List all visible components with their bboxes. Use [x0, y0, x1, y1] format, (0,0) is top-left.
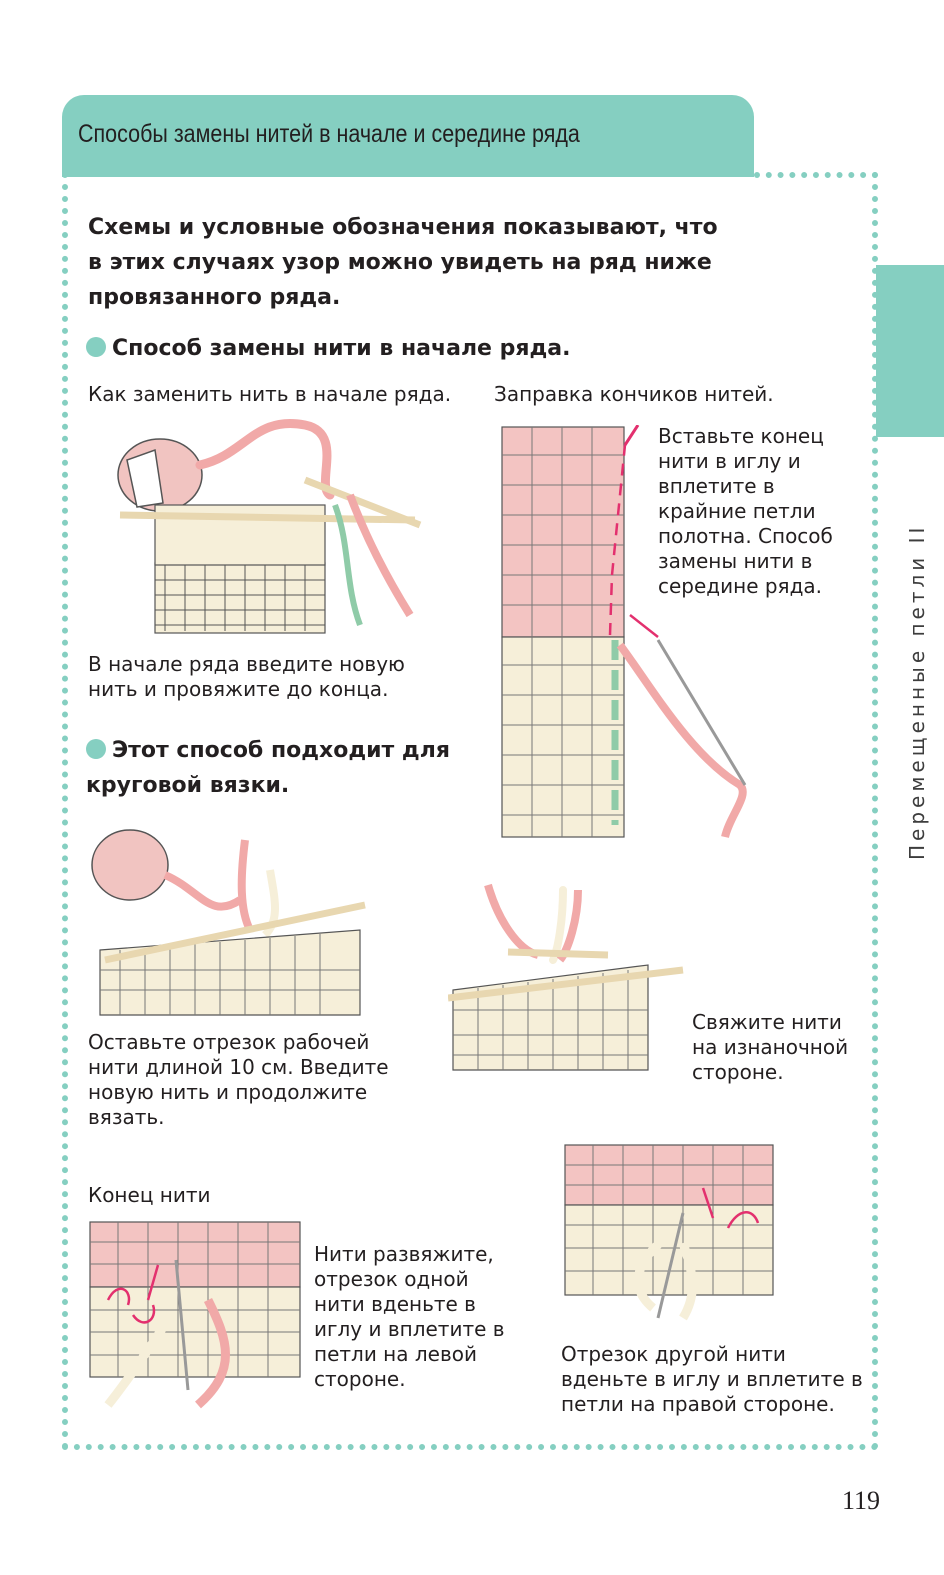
- illustration-tucking-ends: [501, 425, 747, 839]
- section2-heading: Этот способ подходит для круговой вязки.: [86, 733, 466, 803]
- caption-start-row: В начале ряда введите новую нить и провя…: [88, 652, 405, 701]
- section1-heading: Способ замены нити в начале ряда.: [86, 331, 570, 366]
- chapter-title-vertical: Перемещенные петли II: [905, 523, 929, 860]
- chapter-tab: [876, 265, 944, 437]
- section2-heading-text: Этот способ подходит для круговой вязки.: [86, 738, 450, 798]
- caption-tie-wrong-side: Свяжите нити на изнаночной стороне.: [692, 1010, 849, 1084]
- dotted-frame-top: [754, 172, 878, 178]
- intro-paragraph: Схемы и условные обозначения показывают,…: [88, 215, 718, 310]
- bullet-dot-icon: [86, 337, 106, 357]
- section-header-tab: [62, 95, 754, 177]
- illustration-weave-left: [89, 1221, 301, 1409]
- caption-untie-left: Нити развяжите, отрезок одной нити вдень…: [314, 1242, 505, 1391]
- caption-insert-end: Вставьте конец нити в иглу и вплетите в …: [658, 424, 833, 598]
- section1-heading-text: Способ замены нити в начале ряда.: [112, 336, 571, 361]
- illustration-weave-right: [564, 1144, 774, 1321]
- caption-how-to-change: Как заменить нить в начале ряда.: [88, 382, 452, 406]
- label-thread-end: Конец нити: [88, 1183, 211, 1207]
- page-number: 119: [842, 1486, 881, 1515]
- section-title: Способы замены нитей в начале и середине…: [78, 120, 580, 148]
- illustration-tie-threads: [448, 883, 684, 1071]
- caption-weave-right: Отрезок другой нити вденьте в иглу и впл…: [561, 1342, 863, 1416]
- caption-leave-tail: Оставьте отрезок рабочей нити длиной 10 …: [88, 1030, 389, 1129]
- bullet-dot-icon: [86, 739, 106, 759]
- illustration-change-yarn-start: [117, 418, 422, 634]
- caption-tucking-ends: Заправка кончиков нитей.: [494, 382, 774, 406]
- illustration-circular-knitting: [91, 829, 366, 1016]
- dotted-frame: [62, 172, 878, 1450]
